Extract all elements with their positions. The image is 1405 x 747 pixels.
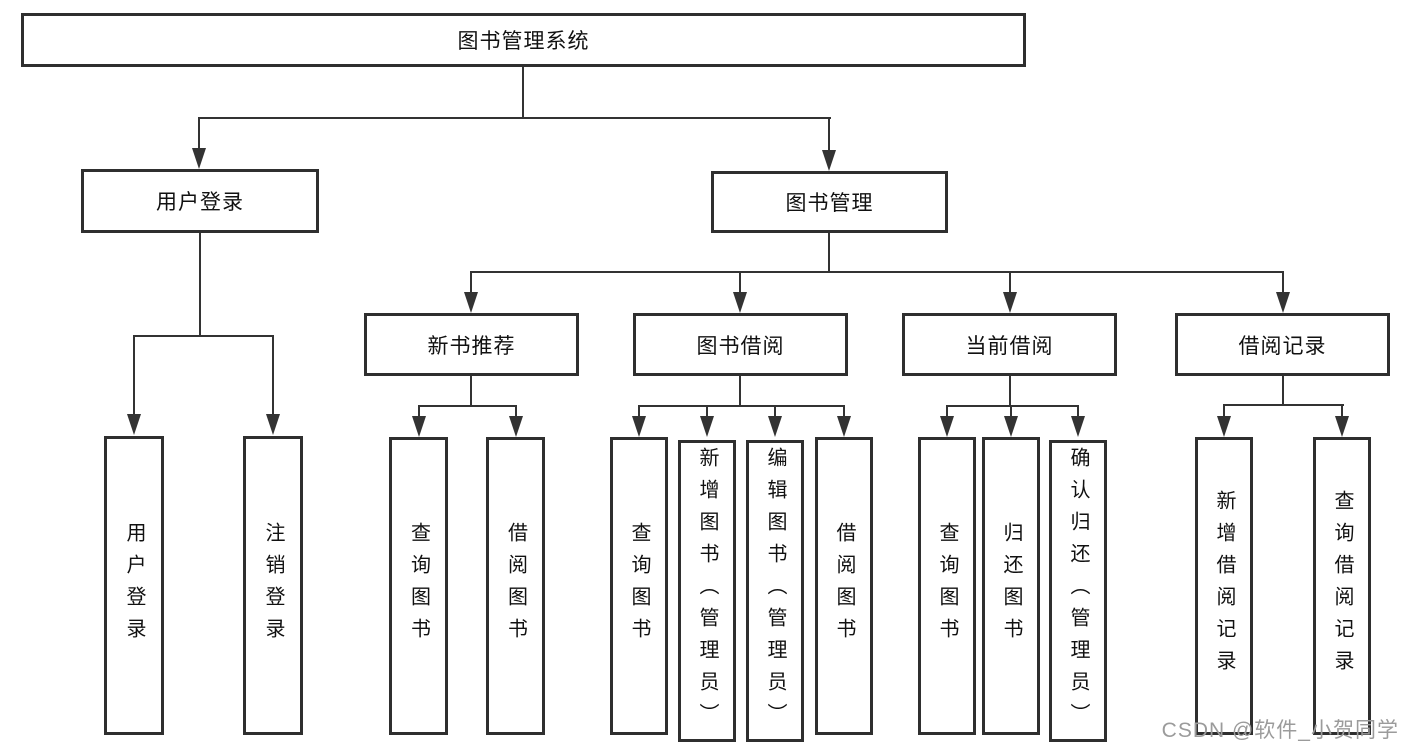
- leaf-add-borrow-record: 新增借阅记录: [1195, 437, 1253, 735]
- leaf-return-books: 归还图书: [982, 437, 1040, 735]
- connector-line: [638, 405, 640, 418]
- arrow-down-icon: [1217, 416, 1231, 437]
- leaf-return-books-label: 归还图书: [1000, 522, 1022, 650]
- node-book-management-label: 图书管理: [785, 192, 874, 215]
- connector-line: [199, 117, 831, 119]
- arrow-down-icon: [837, 416, 851, 437]
- leaf-borrow-books-1-label: 借阅图书: [504, 522, 527, 650]
- connector-line: [1223, 404, 1344, 406]
- connector-line: [515, 405, 517, 418]
- arrow-down-icon: [412, 416, 426, 437]
- connector-line: [198, 117, 200, 150]
- connector-line: [272, 335, 274, 415]
- connector-line: [418, 405, 517, 407]
- connector-line: [828, 233, 830, 273]
- leaf-query-books-1: 查询图书: [389, 437, 448, 735]
- node-new-book-recommend: 新书推荐: [364, 313, 579, 376]
- leaf-borrow-books-1: 借阅图书: [486, 437, 545, 735]
- leaf-logout-label: 注销登录: [262, 521, 284, 650]
- arrow-down-icon: [733, 292, 747, 313]
- connector-line: [1009, 376, 1011, 407]
- arrow-down-icon: [940, 416, 954, 437]
- node-book-borrow-label: 图书借阅: [696, 334, 785, 358]
- leaf-query-borrow-record-label: 查询借阅记录: [1331, 490, 1353, 682]
- connector-line: [946, 405, 1079, 407]
- arrow-down-icon: [464, 292, 478, 313]
- connector-line: [828, 117, 830, 152]
- connector-line: [1223, 404, 1225, 418]
- arrow-down-icon: [1071, 416, 1085, 437]
- connector-line: [1341, 404, 1343, 418]
- arrow-down-icon: [1276, 292, 1290, 313]
- arrow-down-icon: [632, 416, 646, 437]
- leaf-add-borrow-record-label: 新增借阅记录: [1213, 490, 1235, 682]
- leaf-logout: 注销登录: [243, 436, 303, 735]
- connector-line: [1077, 405, 1079, 418]
- node-user-login: 用户登录: [81, 169, 319, 233]
- arrow-down-icon: [768, 416, 782, 437]
- node-current-borrow: 当前借阅: [902, 313, 1117, 376]
- leaf-edit-book-admin-label: 编辑图书（管理员）: [764, 447, 786, 735]
- arrow-down-icon: [266, 414, 280, 435]
- connector-line: [133, 335, 135, 415]
- node-borrow-records: 借阅记录: [1175, 313, 1390, 376]
- connector-line: [470, 271, 472, 293]
- connector-line: [199, 233, 201, 337]
- connector-line: [418, 405, 420, 418]
- leaf-query-books-3-label: 查询图书: [936, 522, 958, 650]
- connector-line: [470, 271, 1284, 273]
- watermark: CSDN @软件_小贺同学: [1161, 719, 1399, 742]
- leaf-query-books-2: 查询图书: [610, 437, 668, 735]
- leaf-confirm-return-admin-label: 确认归还（管理员）: [1067, 447, 1089, 735]
- node-book-management: 图书管理: [711, 171, 948, 233]
- arrow-down-icon: [1003, 292, 1017, 313]
- arrow-down-icon: [1004, 416, 1018, 437]
- arrow-down-icon: [509, 416, 523, 437]
- connector-line: [739, 376, 741, 407]
- leaf-user-login: 用户登录: [104, 436, 164, 735]
- leaf-add-book-admin-label: 新增图书（管理员）: [696, 447, 718, 735]
- connector-line: [1010, 405, 1012, 418]
- node-book-borrow: 图书借阅: [633, 313, 848, 376]
- arrow-down-icon: [127, 414, 141, 435]
- leaf-edit-book-admin: 编辑图书（管理员）: [746, 440, 804, 742]
- leaf-query-borrow-record: 查询借阅记录: [1313, 437, 1371, 735]
- connector-line: [470, 376, 472, 407]
- connector-line: [133, 335, 274, 337]
- connector-line: [1282, 271, 1284, 293]
- arrow-down-icon: [1335, 416, 1349, 437]
- arrow-down-icon: [192, 148, 206, 169]
- connector-line: [946, 405, 948, 418]
- leaf-borrow-books-2-label: 借阅图书: [833, 522, 855, 650]
- leaf-query-books-2-label: 查询图书: [628, 522, 650, 650]
- leaf-query-books-3: 查询图书: [918, 437, 976, 735]
- leaf-confirm-return-admin: 确认归还（管理员）: [1049, 440, 1107, 742]
- arrow-down-icon: [822, 150, 836, 171]
- connector-line: [843, 405, 845, 418]
- connector-line: [522, 67, 524, 118]
- leaf-borrow-books-2: 借阅图书: [815, 437, 873, 735]
- node-root: 图书管理系统: [21, 13, 1026, 67]
- leaf-add-book-admin: 新增图书（管理员）: [678, 440, 736, 742]
- node-root-label: 图书管理系统: [457, 30, 590, 53]
- node-user-login-label: 用户登录: [156, 191, 244, 214]
- connector-line: [1009, 271, 1011, 293]
- connector-line: [774, 405, 776, 418]
- leaf-user-login-label: 用户登录: [123, 521, 145, 650]
- connector-line: [739, 271, 741, 293]
- connector-line: [1282, 376, 1284, 406]
- node-current-borrow-label: 当前借阅: [965, 334, 1054, 358]
- arrow-down-icon: [700, 416, 714, 437]
- node-borrow-records-label: 借阅记录: [1238, 334, 1327, 358]
- connector-line: [638, 405, 845, 407]
- connector-line: [706, 405, 708, 418]
- leaf-query-books-1-label: 查询图书: [407, 522, 430, 650]
- node-new-book-recommend-label: 新书推荐: [427, 334, 516, 358]
